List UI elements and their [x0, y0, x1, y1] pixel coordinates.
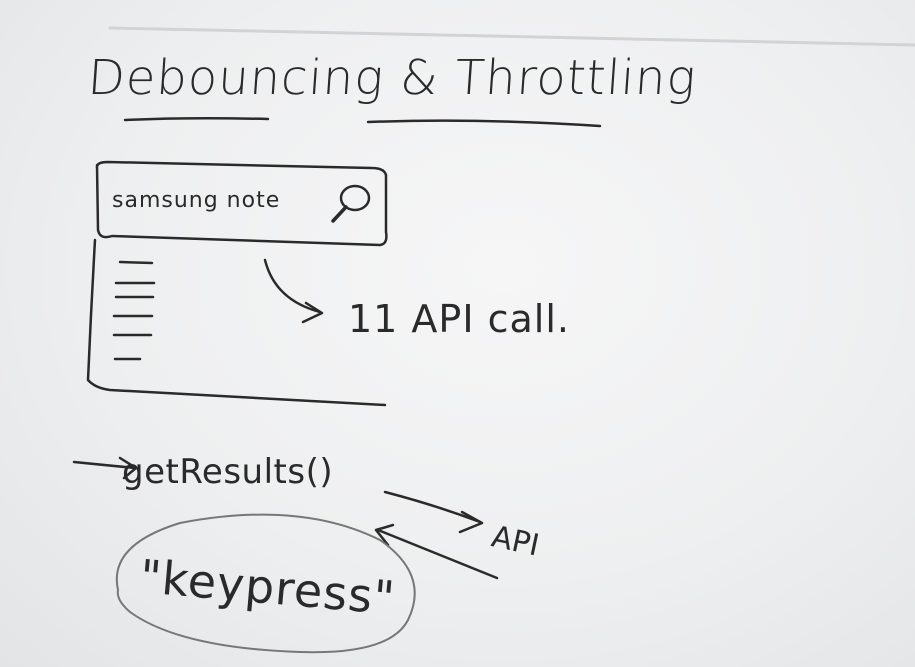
title-underline-right: [366, 119, 602, 128]
search-icon: [331, 184, 371, 223]
result-list: [112, 260, 156, 361]
api-call-arrow: [263, 258, 324, 324]
response-arrow: [374, 523, 499, 580]
board-edge: [108, 26, 915, 47]
page-title: Debouncing & Throttling: [86, 50, 699, 106]
input-arrow: [72, 456, 138, 480]
request-arrow: [383, 490, 484, 534]
api-call-count: 11 API call.: [348, 297, 571, 341]
search-box-outline: [95, 160, 388, 247]
function-label: getResults(): [122, 452, 334, 492]
title-underline-left: [123, 116, 270, 122]
results-panel-outline: [86, 238, 387, 407]
list-item: [118, 260, 154, 265]
search-input-text: samsung note: [112, 188, 281, 213]
keypress-circle: [115, 513, 416, 654]
